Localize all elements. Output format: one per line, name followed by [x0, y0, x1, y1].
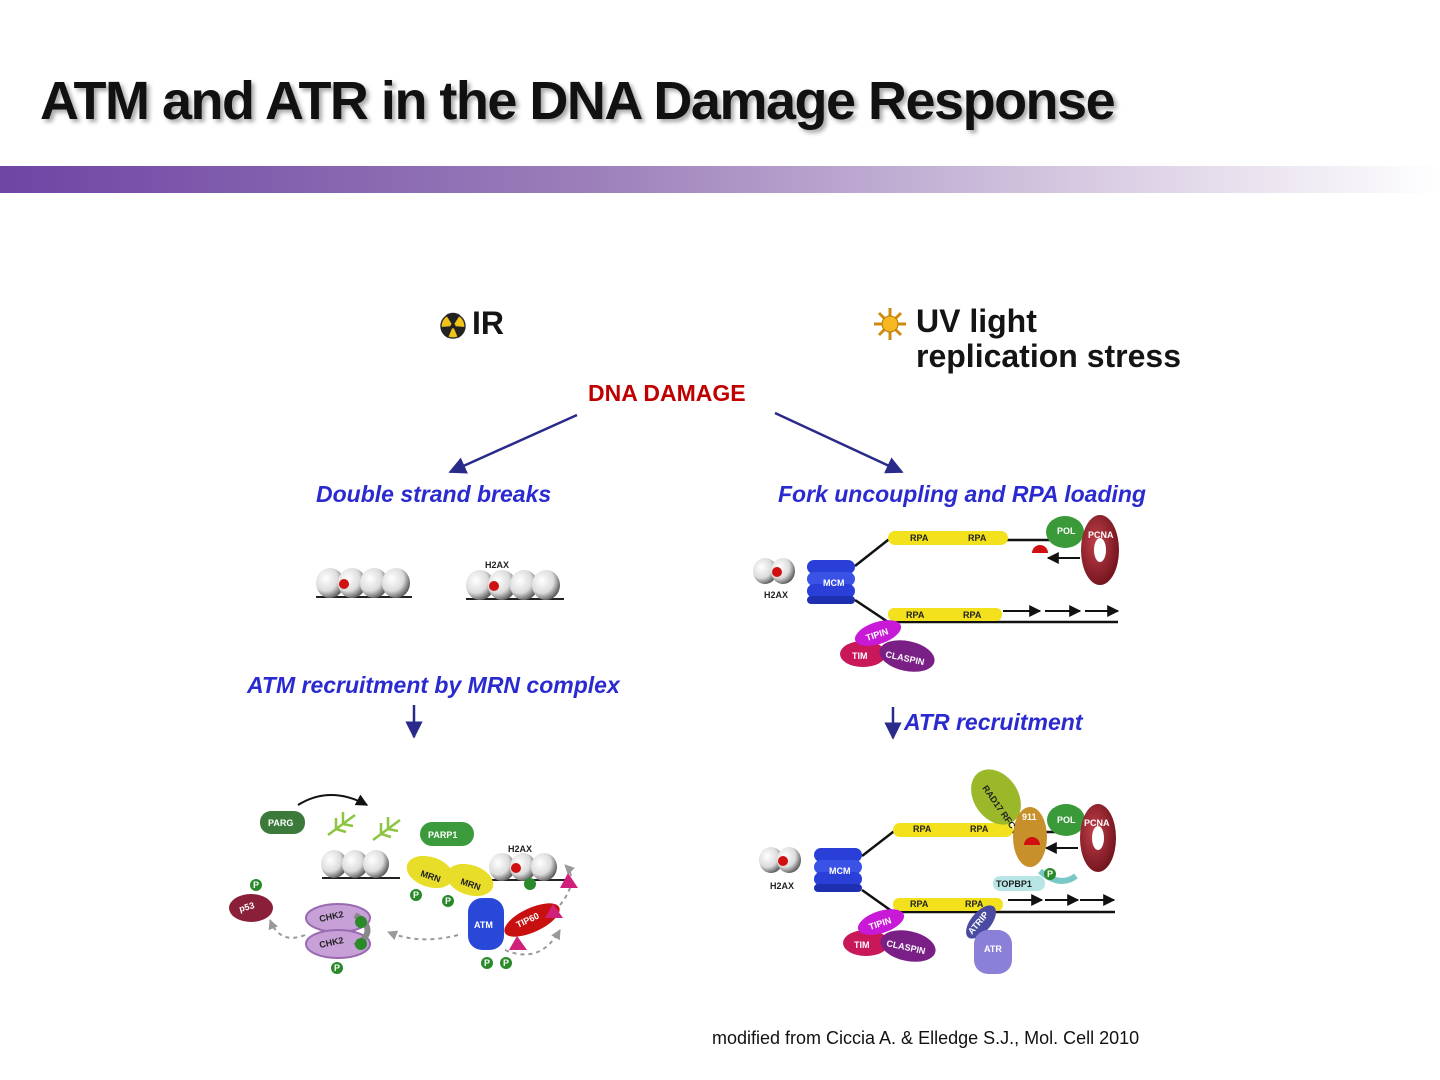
p-label-6: P — [334, 963, 340, 973]
mcm-label-2: MCM — [829, 866, 851, 876]
nucleosome-array-2 — [466, 570, 564, 600]
topbp1-label: TOPBP1 — [996, 879, 1032, 889]
p-label-7: P — [1047, 869, 1053, 879]
slide-title: ATM and ATR in the DNA Damage Response — [40, 71, 1116, 131]
pcna-label-2: PCNA — [1084, 818, 1110, 828]
rpa-label-3: RPA — [906, 610, 925, 620]
p-label-5: P — [503, 958, 509, 968]
sun-icon — [874, 308, 906, 340]
source-ir-label: IR — [472, 305, 504, 341]
phospho-markers-left — [250, 878, 536, 974]
rpa-label-4: RPA — [963, 610, 982, 620]
fork-uncoupling-label: Fork uncoupling and RPA loading — [778, 481, 1146, 507]
tim-label-1: TIM — [852, 651, 868, 661]
chk2-label-2: CHK2 — [318, 935, 344, 950]
p53-label: p53 — [238, 900, 256, 914]
title-gradient-bar — [0, 166, 1440, 193]
p-label-1: P — [253, 880, 259, 890]
rpa-label-5: RPA — [913, 824, 932, 834]
pol-label-2: POL — [1057, 815, 1076, 825]
double-strand-breaks-label: Double strand breaks — [316, 481, 551, 507]
arrow-to-dsb — [448, 413, 578, 474]
tim-label-2: TIM — [854, 940, 870, 950]
dna-damage-label: DNA DAMAGE — [588, 380, 746, 406]
h2ax-label-1: H2AX — [485, 560, 509, 570]
rpa-label-8: RPA — [965, 899, 984, 909]
rpa-label-2: RPA — [968, 533, 987, 543]
mcm-label-1: MCM — [823, 578, 845, 588]
p-label-4: P — [484, 958, 490, 968]
atm-recruitment-label: ATM recruitment by MRN complex — [246, 672, 621, 698]
citation-caption: modified from Ciccia A. & Elledge S.J., … — [712, 1028, 1140, 1048]
p-label-2: P — [413, 890, 419, 900]
atm-activation-scene — [229, 794, 578, 959]
arrow-to-fork — [774, 411, 904, 474]
h2ax-label-4: H2AX — [770, 881, 794, 891]
radiation-icon — [440, 312, 466, 339]
parg-label: PARG — [268, 818, 293, 828]
rpa-label-6: RPA — [970, 824, 989, 834]
nucleosome-array-1 — [316, 568, 412, 598]
source-uv-label: UV light — [916, 303, 1037, 339]
h2ax-label-2: H2AX — [764, 590, 788, 600]
n911-label: 911 — [1022, 812, 1037, 822]
atm-label: ATM — [474, 920, 493, 930]
h2ax-label-3: H2AX — [508, 844, 532, 854]
source-replication-stress-label: replication stress — [916, 338, 1181, 374]
replication-fork-top — [753, 515, 1120, 672]
parp1-label: PARP1 — [428, 830, 457, 840]
chk2-label-1: CHK2 — [318, 909, 344, 924]
pol-label-1: POL — [1057, 526, 1076, 536]
atr-label: ATR — [984, 944, 1002, 954]
rpa-label-1: RPA — [910, 533, 929, 543]
p-label-3: P — [445, 896, 451, 906]
rpa-label-7: RPA — [910, 899, 929, 909]
atr-recruitment-label: ATR recruitment — [903, 709, 1084, 735]
replication-fork-bottom — [759, 769, 1116, 974]
pcna-label-1: PCNA — [1088, 530, 1114, 540]
